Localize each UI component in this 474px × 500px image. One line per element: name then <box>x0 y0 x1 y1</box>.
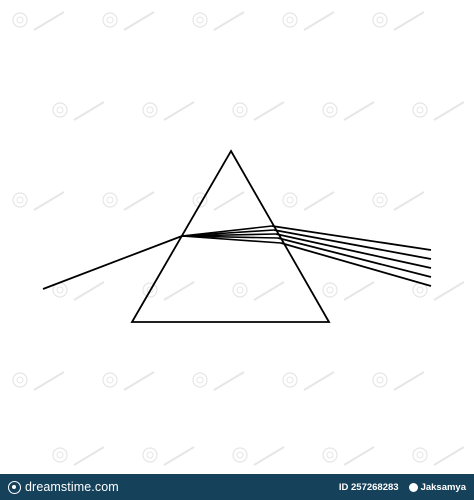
logo-icon <box>8 480 21 494</box>
author-name: Jaksamya <box>420 481 466 493</box>
site-logo: dreamstime.com <box>8 480 119 494</box>
stock-footer-bar: dreamstime.com ID 257268283 Jaksamya <box>0 474 474 500</box>
internal-ray-5 <box>181 235 282 244</box>
prism-illustration <box>42 149 432 323</box>
image-meta: ID 257268283 Jaksamya <box>339 482 466 493</box>
author-icon <box>408 482 418 492</box>
dispersed-beam-2 <box>273 229 432 260</box>
logo-text: dreamstime.com <box>25 480 119 494</box>
author-credit: Jaksamya <box>408 481 466 493</box>
prism-triangle <box>130 149 331 323</box>
dispersed-beam-1 <box>271 225 432 251</box>
artwork-canvas <box>12 11 465 466</box>
internal-light-fan <box>181 225 282 244</box>
dispersed-beam-5 <box>280 242 432 287</box>
dispersed-beam-3 <box>275 233 432 269</box>
dispersed-beam-4 <box>277 237 432 278</box>
dispersed-beams <box>271 225 432 287</box>
incoming-light-beam <box>42 235 183 290</box>
image-id: ID 257268283 <box>338 481 399 493</box>
